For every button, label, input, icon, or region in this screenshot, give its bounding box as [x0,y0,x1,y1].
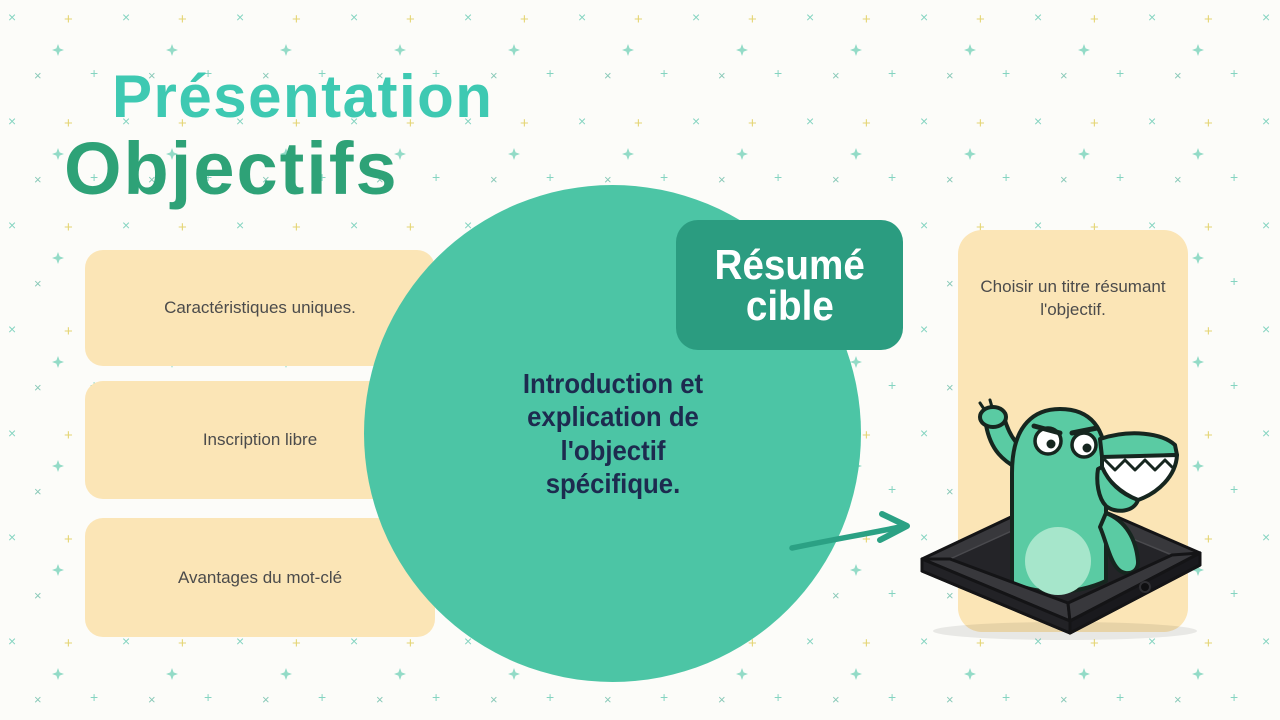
tablet-front-rim [920,551,1202,635]
page-title: Objectifs [64,127,399,210]
left-card-3: Avantages du mot-clé [85,518,435,637]
badge-line-2: cible [745,282,834,329]
crocodile-tablet-illustration [920,398,1202,640]
left-card-2-label: Inscription libre [202,430,318,449]
left-card-3-label: Avantages du mot-clé [177,567,343,587]
right-card-text: Choisir un titre résumant l'objectif. [980,277,1166,319]
right-arrow-icon [789,511,910,551]
left-card-1: Caractéristiques uniques. [85,250,435,366]
crocodile-shape [978,398,1179,595]
resume-cible-badge: Résumé cible [676,220,903,350]
tablet-home-button [1139,581,1151,593]
slide-kicker: Présentation [112,63,494,130]
badge-line-1: Résumé [714,240,865,288]
left-card-1-label: Caractéristiques uniques. [164,298,356,317]
circle-text: Introduction et explication de l'objecti… [522,368,703,499]
